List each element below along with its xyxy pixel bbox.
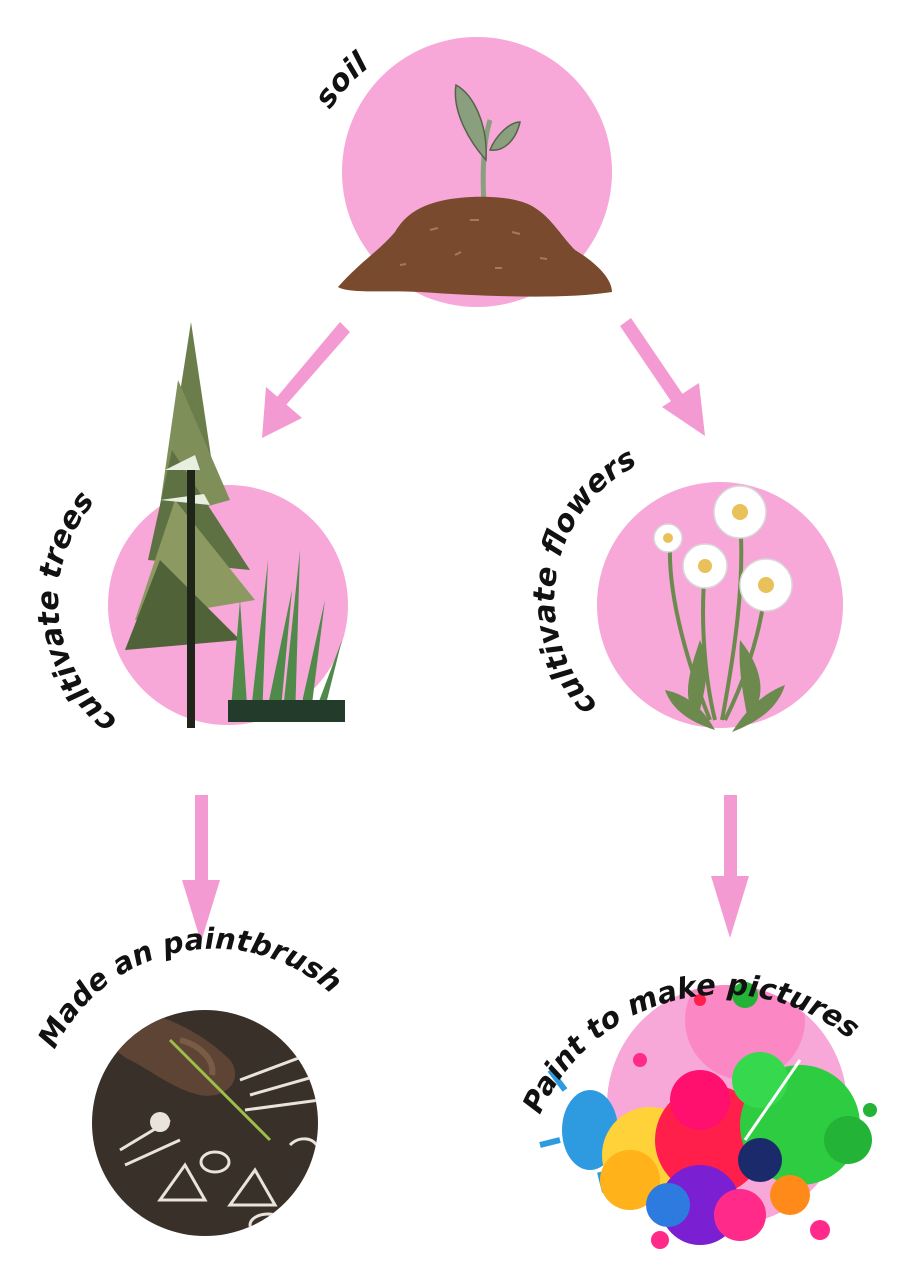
arrow-soil-to-trees [262,322,350,438]
node-paintbrush: Made an paintbrush [31,921,349,1240]
daisy-bud [654,524,682,552]
node-soil: soil [308,37,612,307]
arrow-flowers-to-pictures [711,795,749,938]
painting-hand-photo [90,1008,322,1240]
daisy-2 [683,544,727,588]
node-flowers: cultivate flowers [527,441,843,732]
arrow-soil-to-flowers [620,318,705,436]
node-pictures: Paint to make pictures [515,960,877,1249]
daisy-3 [740,559,792,611]
daisy-1 [714,486,766,538]
arrow-trees-to-paintbrush [182,795,220,942]
